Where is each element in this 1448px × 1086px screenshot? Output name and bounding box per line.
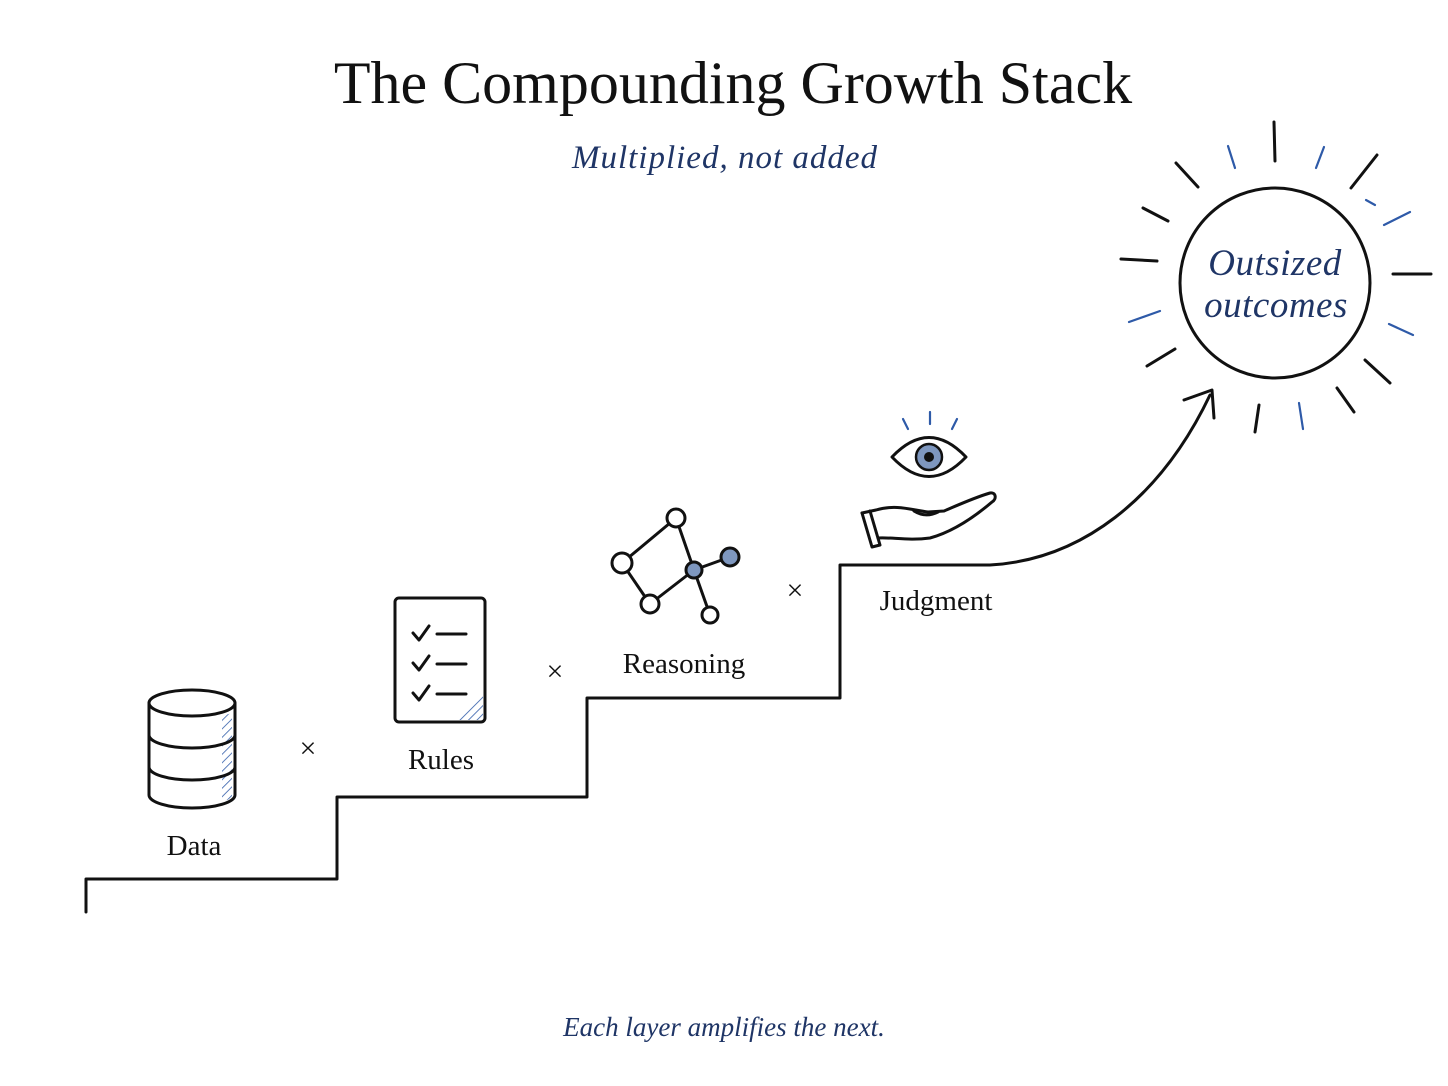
goal-label-line1: Outsized (1208, 243, 1342, 284)
footer-caption: Each layer amplifies the next. (562, 1012, 885, 1042)
page-title: The Compounding Growth Stack (334, 50, 1132, 116)
staircase-line (84, 393, 1212, 914)
goal-circle (1178, 186, 1372, 380)
eye-hand-icon (860, 410, 997, 549)
step-label-rules: Rules (408, 744, 474, 776)
step-label-reasoning: Reasoning (623, 648, 745, 680)
multiply-sign-2: × (547, 655, 564, 688)
multiply-sign-3: × (787, 574, 804, 607)
database-icon (147, 688, 237, 810)
sun-rays-icon (1119, 120, 1433, 434)
checklist-icon (393, 596, 487, 724)
step-label-data: Data (167, 830, 222, 862)
multiply-sign-1: × (300, 732, 317, 765)
goal-label-line2: outcomes (1204, 285, 1348, 326)
network-icon (610, 507, 741, 625)
step-label-judgment: Judgment (880, 585, 993, 617)
arrow-head-icon (1182, 388, 1216, 420)
page-subtitle: Multiplied, not added (571, 140, 878, 176)
